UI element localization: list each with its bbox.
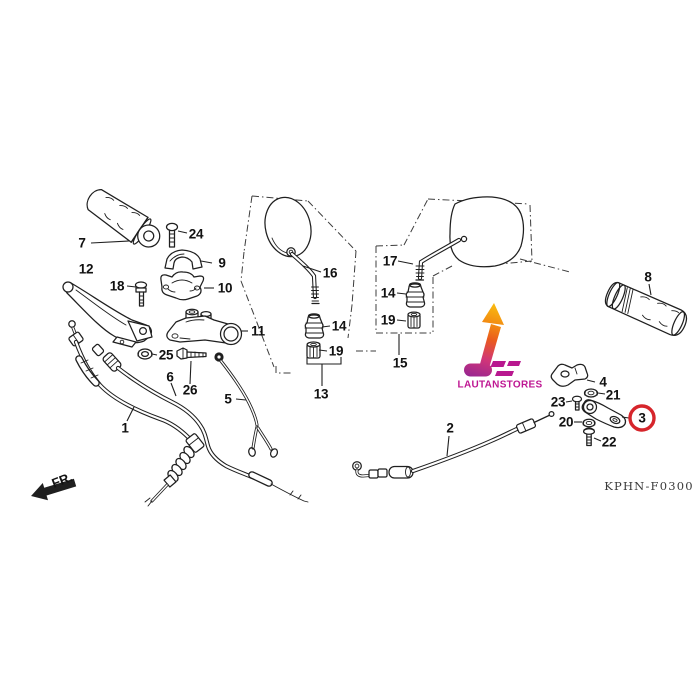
part-label-2: 2 — [446, 420, 454, 436]
part-nut-25 — [137, 348, 153, 360]
part-label-16: 16 — [322, 265, 338, 281]
part-label-12: 12 — [78, 261, 94, 277]
phantom-outline-lines — [240, 195, 571, 374]
part-nut-19-left — [306, 341, 321, 359]
part-mirror-left — [264, 196, 320, 305]
part-label-9: 9 — [218, 255, 226, 271]
part-nut-21 — [583, 388, 599, 398]
part-label-25: 25 — [158, 347, 174, 363]
part-label-1: 1 — [121, 420, 129, 436]
part-wire-5 — [214, 352, 279, 458]
part-cable-1 — [68, 320, 205, 507]
front-direction-arrow — [31, 478, 77, 501]
part-cable-2 — [352, 410, 555, 479]
part-label-15: 15 — [392, 355, 408, 371]
part-nut-20 — [582, 418, 596, 428]
part-mirror-right — [415, 196, 525, 281]
part-lever-bracket-3 — [581, 399, 627, 429]
part-label-23: 23 — [550, 394, 566, 410]
part-label-4: 4 — [599, 374, 607, 390]
part-label-8: 8 — [644, 269, 652, 285]
part-screw-18 — [134, 281, 148, 307]
part-clamp-lower — [160, 271, 205, 301]
part-boot-14-left — [304, 313, 325, 339]
part-screw-24 — [165, 222, 179, 248]
watermark-logo — [464, 303, 521, 377]
part-label-7: 7 — [78, 235, 86, 251]
leader-lines — [90, 230, 652, 457]
part-label-14-right: 14 — [380, 285, 396, 301]
part-label-19-left: 19 — [328, 343, 344, 359]
part-brake-lever — [62, 281, 153, 348]
part-cable-6 — [91, 343, 309, 503]
part-label-21: 21 — [605, 387, 621, 403]
part-label-22: 22 — [601, 434, 617, 450]
drawing-code: KPHN-F0300 — [604, 479, 694, 493]
part-label-18: 18 — [109, 278, 125, 294]
highlight-ring — [628, 404, 656, 432]
part-bolt-26 — [176, 347, 207, 360]
part-screw-23 — [571, 395, 583, 411]
part-label-17: 17 — [382, 253, 398, 269]
part-label-20: 20 — [558, 414, 574, 430]
part-holder — [166, 308, 243, 346]
part-label-5: 5 — [224, 391, 232, 407]
part-label-11: 11 — [251, 323, 265, 339]
part-boot-14-right — [405, 282, 426, 308]
part-grip-left — [86, 189, 161, 248]
watermark-text: LAUTANSTORES — [457, 379, 543, 391]
part-label-26: 26 — [182, 382, 198, 398]
part-label-10: 10 — [217, 280, 233, 296]
part-bracket-4 — [550, 363, 589, 387]
part-label-19-right: 19 — [380, 312, 396, 328]
part-grip-right — [604, 281, 688, 336]
part-label-13: 13 — [313, 386, 329, 402]
part-screw-22 — [582, 427, 596, 447]
part-clamp-upper — [164, 249, 203, 270]
part-label-6: 6 — [166, 369, 174, 385]
part-label-24: 24 — [188, 226, 204, 242]
part-nut-19-right — [407, 311, 421, 329]
part-label-3-highlighted: 3 — [638, 410, 646, 426]
part-label-14-left: 14 — [331, 318, 347, 334]
